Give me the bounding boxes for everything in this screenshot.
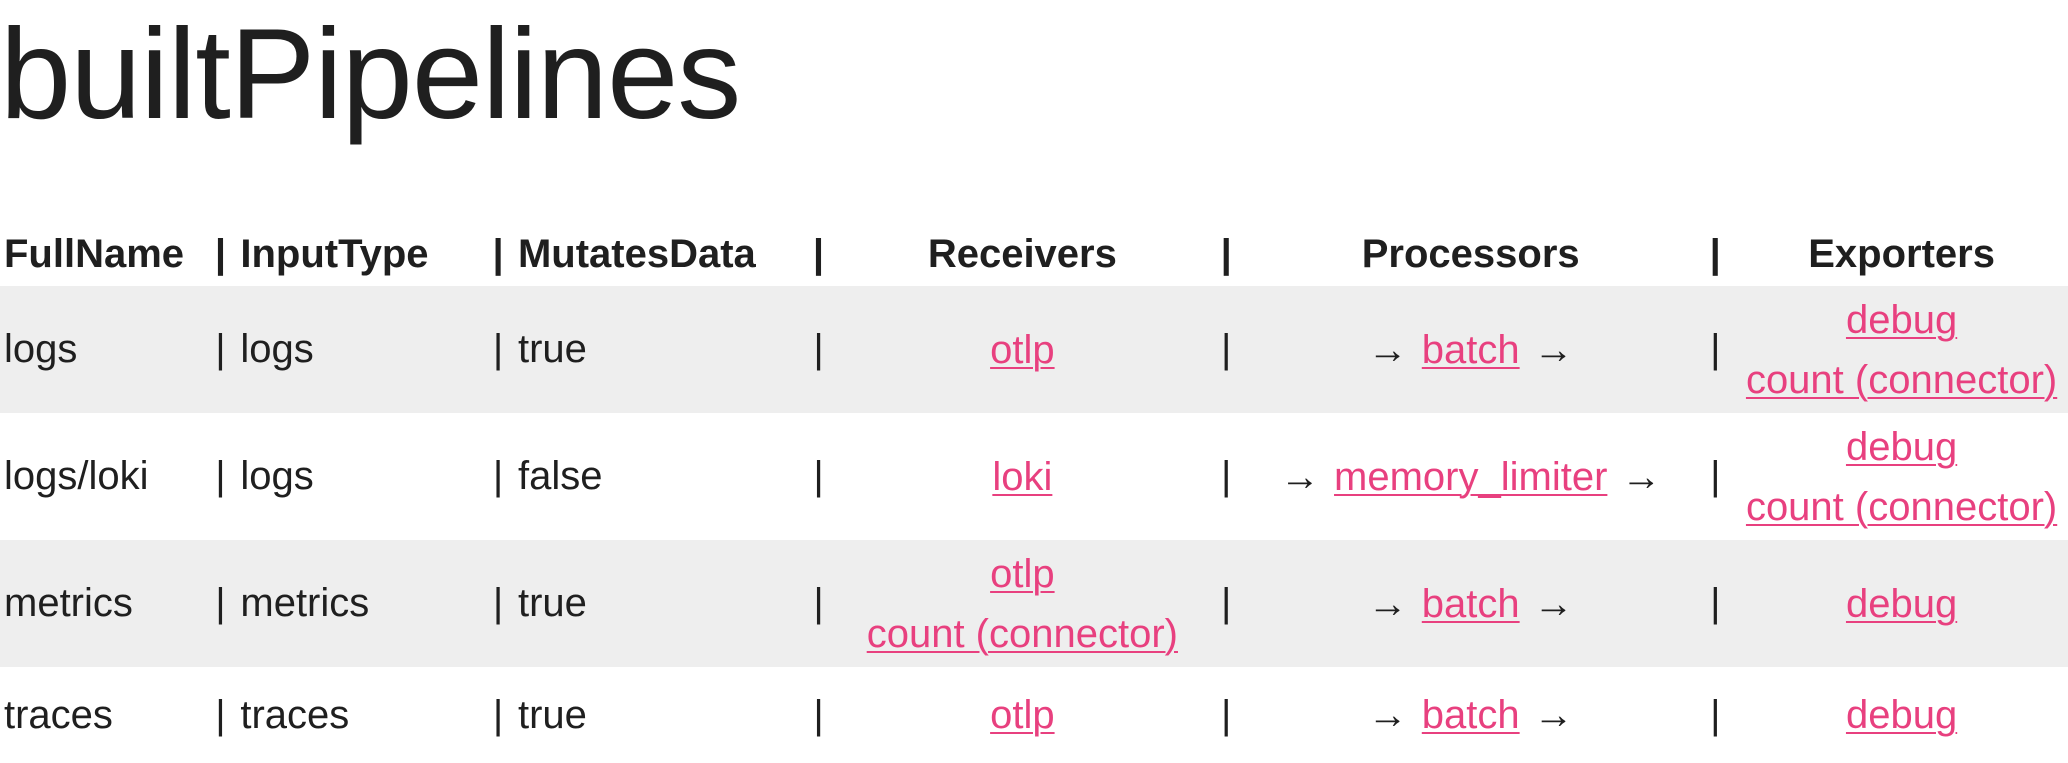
column-separator: |	[812, 231, 825, 276]
cell-receivers: otlp	[838, 286, 1206, 413]
arrow-right-icon: →	[1280, 454, 1321, 499]
cell-processors: → batch →	[1246, 667, 1695, 763]
column-separator: |	[813, 327, 824, 371]
column-separator: |	[813, 581, 824, 625]
exporter-link[interactable]: debug	[1845, 424, 1958, 469]
column-separator: |	[1220, 327, 1232, 371]
column-separator: |	[215, 454, 226, 498]
exporter-link[interactable]: count (connector)	[1745, 357, 2058, 402]
header-receivers: Receivers	[927, 231, 1117, 276]
pipelines-table: FullName | InputType | MutatesData | Rec…	[0, 222, 2068, 763]
header-exporters: Exporters	[1808, 231, 1995, 276]
column-separator: |	[1710, 692, 1721, 737]
page-title: builtPipelines	[0, 3, 741, 146]
table-header-row: FullName | InputType | MutatesData | Rec…	[0, 222, 2068, 286]
cell-exporters: debug count (connector)	[1735, 413, 2068, 540]
cell-fullname: logs/loki	[4, 454, 149, 498]
table-row: logs/loki | logs | false | loki | → memor…	[0, 413, 2068, 540]
exporter-link[interactable]: debug	[1845, 297, 1958, 342]
cell-mutatesdata: true	[517, 692, 587, 737]
cell-fullname: logs	[4, 327, 78, 371]
processor-link[interactable]: batch	[1421, 581, 1520, 626]
column-separator: |	[215, 581, 226, 625]
cell-mutatesdata: false	[517, 454, 603, 498]
cell-inputtype: logs	[240, 327, 314, 371]
cell-exporters: debug	[1735, 540, 2068, 667]
column-separator: |	[1710, 581, 1721, 625]
receiver-link[interactable]: loki	[992, 454, 1053, 499]
processor-link[interactable]: batch	[1421, 693, 1520, 737]
column-separator: |	[492, 231, 504, 276]
table-row: traces | traces | true | otlp | → batch→ …	[0, 667, 2068, 763]
column-separator: |	[1220, 454, 1232, 498]
column-separator: |	[214, 231, 227, 276]
column-separator: |	[215, 327, 226, 371]
arrow-right-icon: →	[1367, 327, 1408, 372]
receiver-link[interactable]: count (connector)	[866, 611, 1178, 656]
header-mutatesdata: MutatesData	[517, 231, 756, 276]
arrow-right-icon: →	[1367, 693, 1408, 737]
column-separator: |	[813, 454, 824, 498]
column-separator: |	[492, 692, 504, 737]
column-separator: |	[492, 327, 504, 371]
cell-processors: → batch →	[1246, 540, 1695, 667]
cell-fullname: metrics	[4, 581, 133, 625]
cell-exporters: debug	[1735, 667, 2068, 763]
cell-receivers: loki	[838, 413, 1206, 540]
cell-mutatesdata: true	[517, 581, 587, 625]
column-separator: |	[1220, 231, 1232, 276]
arrow-right-icon: →	[1367, 581, 1408, 626]
receiver-link[interactable]: otlp	[990, 327, 1055, 372]
receiver-link[interactable]: otlp	[990, 551, 1055, 596]
column-separator: |	[215, 692, 226, 737]
arrow-right-icon: →	[1533, 327, 1574, 372]
column-separator: |	[492, 581, 504, 625]
exporter-link[interactable]: count (connector)	[1745, 484, 2058, 529]
receiver-link[interactable]: otlp	[990, 693, 1055, 737]
cell-receivers: otlp count (connector)	[838, 540, 1206, 667]
cell-inputtype: metrics	[240, 581, 370, 625]
column-separator: |	[1220, 692, 1232, 737]
column-separator: |	[1710, 454, 1721, 498]
column-separator: |	[1220, 581, 1232, 625]
arrow-right-icon: →	[1533, 581, 1574, 626]
table-row: logs | logs | true | otlp | → batch → | de…	[0, 286, 2068, 413]
exporter-link[interactable]: debug	[1845, 581, 1958, 626]
column-separator: |	[1710, 327, 1721, 371]
header-inputtype: InputType	[240, 231, 429, 276]
arrow-right-icon: →	[1621, 454, 1662, 499]
cell-receivers: otlp	[838, 667, 1206, 763]
processor-link[interactable]: memory_limiter	[1334, 454, 1608, 499]
arrow-right-icon: →	[1533, 693, 1574, 737]
column-separator: |	[492, 454, 504, 498]
cell-inputtype: traces	[240, 692, 350, 737]
column-separator: |	[813, 692, 824, 737]
exporter-link[interactable]: debug	[1845, 693, 1958, 737]
cell-processors: → memory_limiter →	[1246, 413, 1695, 540]
cell-exporters: debug count (connector)	[1735, 286, 2068, 413]
cell-mutatesdata: true	[517, 327, 587, 371]
header-fullname: FullName	[4, 231, 185, 276]
column-separator: |	[1709, 231, 1721, 276]
header-processors: Processors	[1361, 231, 1580, 276]
cell-processors: → batch →	[1246, 286, 1695, 413]
cell-fullname: traces	[4, 692, 113, 737]
cell-inputtype: logs	[240, 454, 314, 498]
processor-link[interactable]: batch	[1421, 327, 1520, 372]
table-row: metrics | metrics | true | otlp count (c…	[0, 540, 2068, 667]
